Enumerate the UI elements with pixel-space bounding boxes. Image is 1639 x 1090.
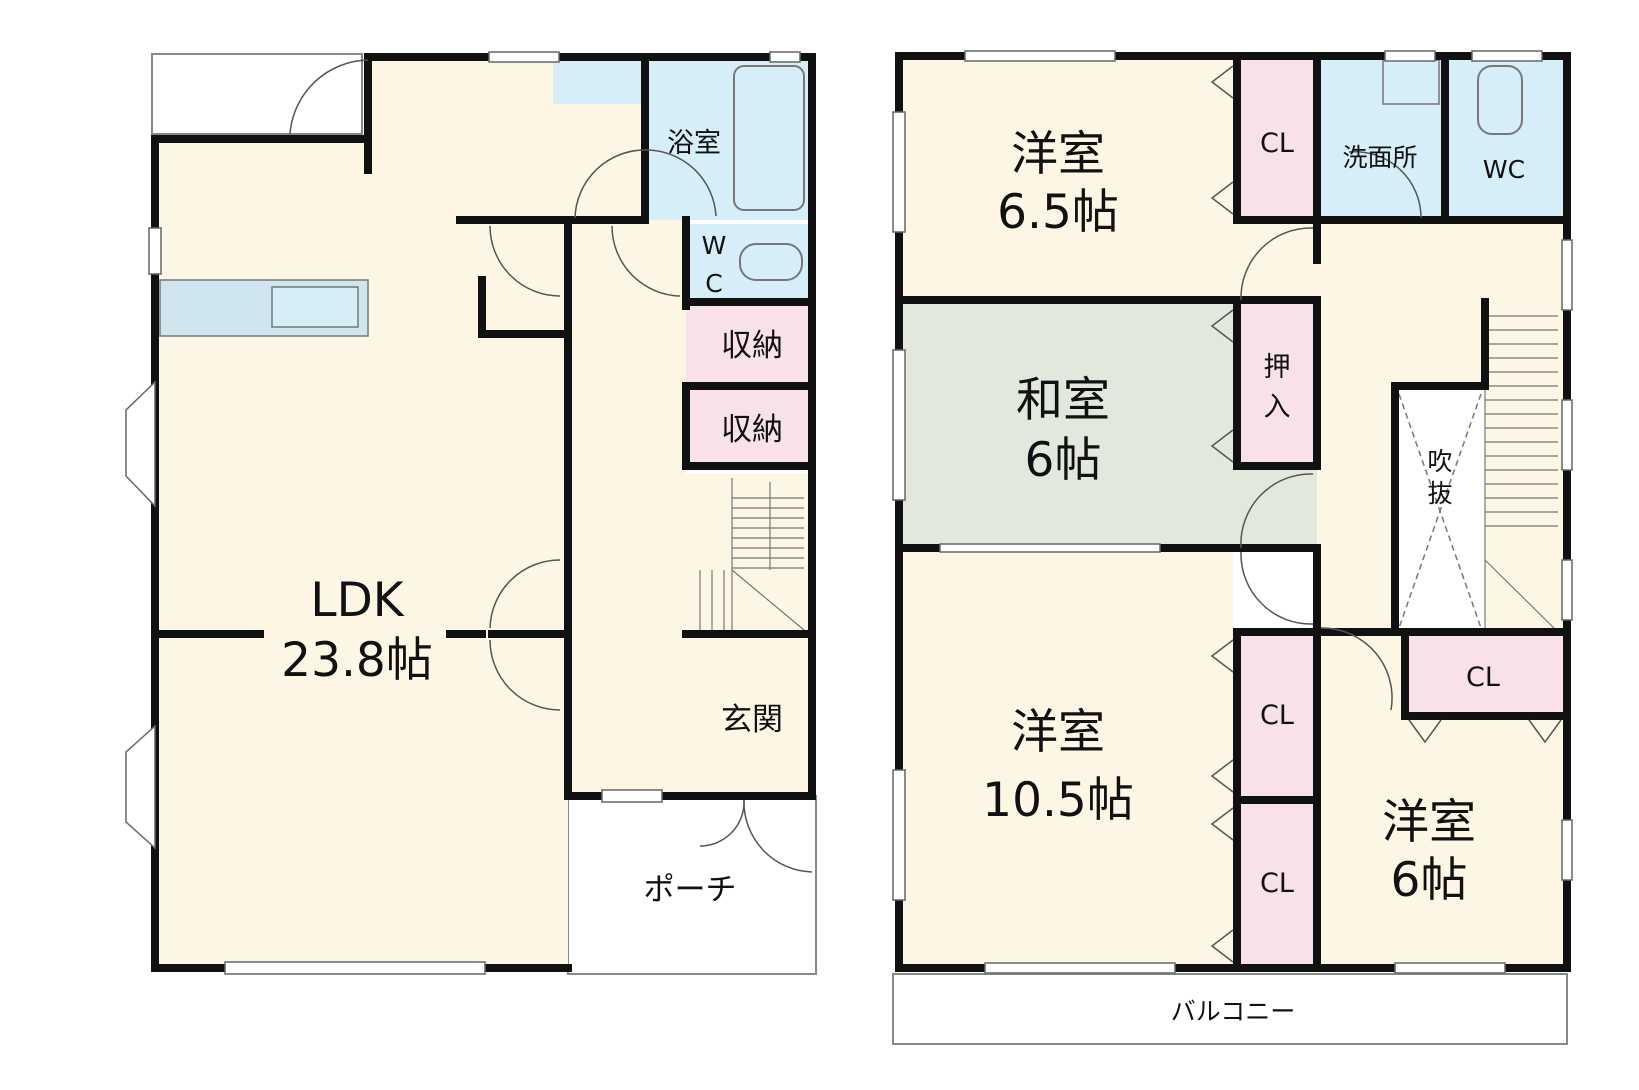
japanese-room-name: 和室 xyxy=(1016,373,1110,428)
western-room-c-name: 洋室 xyxy=(1382,795,1476,850)
closet-c-floor xyxy=(1409,636,1563,720)
storage-upper-label: 収納 xyxy=(721,328,783,364)
toilet-2-floor xyxy=(1449,60,1563,220)
toilet-1-label-line1: W xyxy=(702,231,727,260)
entrance-floor xyxy=(686,634,812,796)
floor-2-plan: 洋室 6.5帖 和室 6帖 洋室 10.5帖 洋室 6帖 CL CL CL CL… xyxy=(892,50,1573,1045)
western-room-c-size: 6帖 xyxy=(1391,853,1468,908)
staircase-2 xyxy=(1484,302,1559,633)
closet-b1-floor xyxy=(1237,636,1317,800)
stair-floor-1 xyxy=(686,474,812,634)
doors-floor-1 xyxy=(289,59,813,873)
balcony-area xyxy=(892,973,1568,1045)
washroom-label: 洗面所 xyxy=(1342,143,1417,172)
deck-outline xyxy=(151,53,363,135)
walls-floor-2 xyxy=(895,52,1571,972)
porch-label: ポーチ xyxy=(644,872,737,908)
kitchen-sink xyxy=(271,286,359,328)
bay-window-lower xyxy=(125,724,156,850)
bathroom-label: 浴室 xyxy=(667,128,721,159)
closet-b2-floor xyxy=(1237,804,1317,968)
western-room-b-size: 10.5帖 xyxy=(982,773,1134,828)
washbasin xyxy=(553,60,641,104)
japanese-room-alcove xyxy=(1237,466,1317,548)
western-room-a-floor xyxy=(899,60,1237,300)
bathtub xyxy=(733,65,805,211)
toilet-fixture-1 xyxy=(739,243,803,281)
closet-b1-label: CL xyxy=(1260,700,1294,731)
hall-floor xyxy=(568,220,686,796)
oshiire-label-line2: 入 xyxy=(1264,392,1291,423)
storage-lower-label: 収納 xyxy=(721,412,783,448)
bathroom-floor xyxy=(645,57,812,220)
closet-a-floor xyxy=(1237,60,1317,220)
ldk-name: LDK xyxy=(310,573,404,628)
void-label-line2: 抜 xyxy=(1427,479,1452,508)
oshiire-floor xyxy=(1237,304,1317,466)
japanese-room-floor xyxy=(899,304,1237,544)
balcony-label: バルコニー xyxy=(1171,997,1296,1026)
void-label-line1: 吹 xyxy=(1427,447,1452,476)
oshiire-label-line1: 押 xyxy=(1264,352,1291,383)
toilet-1-label-line2: C xyxy=(705,269,722,298)
bay-window-upper xyxy=(125,380,156,508)
closet-fold-marks xyxy=(1210,65,1562,963)
windows-floor-2 xyxy=(892,50,1573,974)
toilet-2-label: WC xyxy=(1483,155,1525,184)
floor-1-plan: LDK 23.8帖 浴室 W C 収納 収納 玄関 ポーチ xyxy=(125,51,817,975)
closet-b2-label: CL xyxy=(1260,868,1294,899)
washbasin-2 xyxy=(1382,59,1440,105)
storage-lower-floor xyxy=(686,390,812,466)
western-room-a-name: 洋室 xyxy=(1011,127,1105,182)
toilet-floor-1 xyxy=(686,224,812,302)
western-room-a-size: 6.5帖 xyxy=(997,185,1119,240)
staircase-1 xyxy=(699,478,805,631)
entrance-label: 玄関 xyxy=(721,702,783,738)
closet-a-label: CL xyxy=(1260,128,1294,159)
japanese-room-size: 6帖 xyxy=(1025,433,1102,488)
toilet-fixture-2 xyxy=(1477,65,1523,135)
ldk-size: 23.8帖 xyxy=(281,633,433,688)
western-room-b-floor xyxy=(899,548,1233,968)
void-cross xyxy=(1398,393,1482,629)
closet-c-label: CL xyxy=(1466,662,1500,693)
windows-floor-1 xyxy=(148,51,801,975)
porch-area xyxy=(567,795,817,975)
doors-floor-2 xyxy=(1240,150,1422,711)
storage-upper-floor xyxy=(686,306,812,382)
western-room-b-name: 洋室 xyxy=(1011,705,1105,760)
